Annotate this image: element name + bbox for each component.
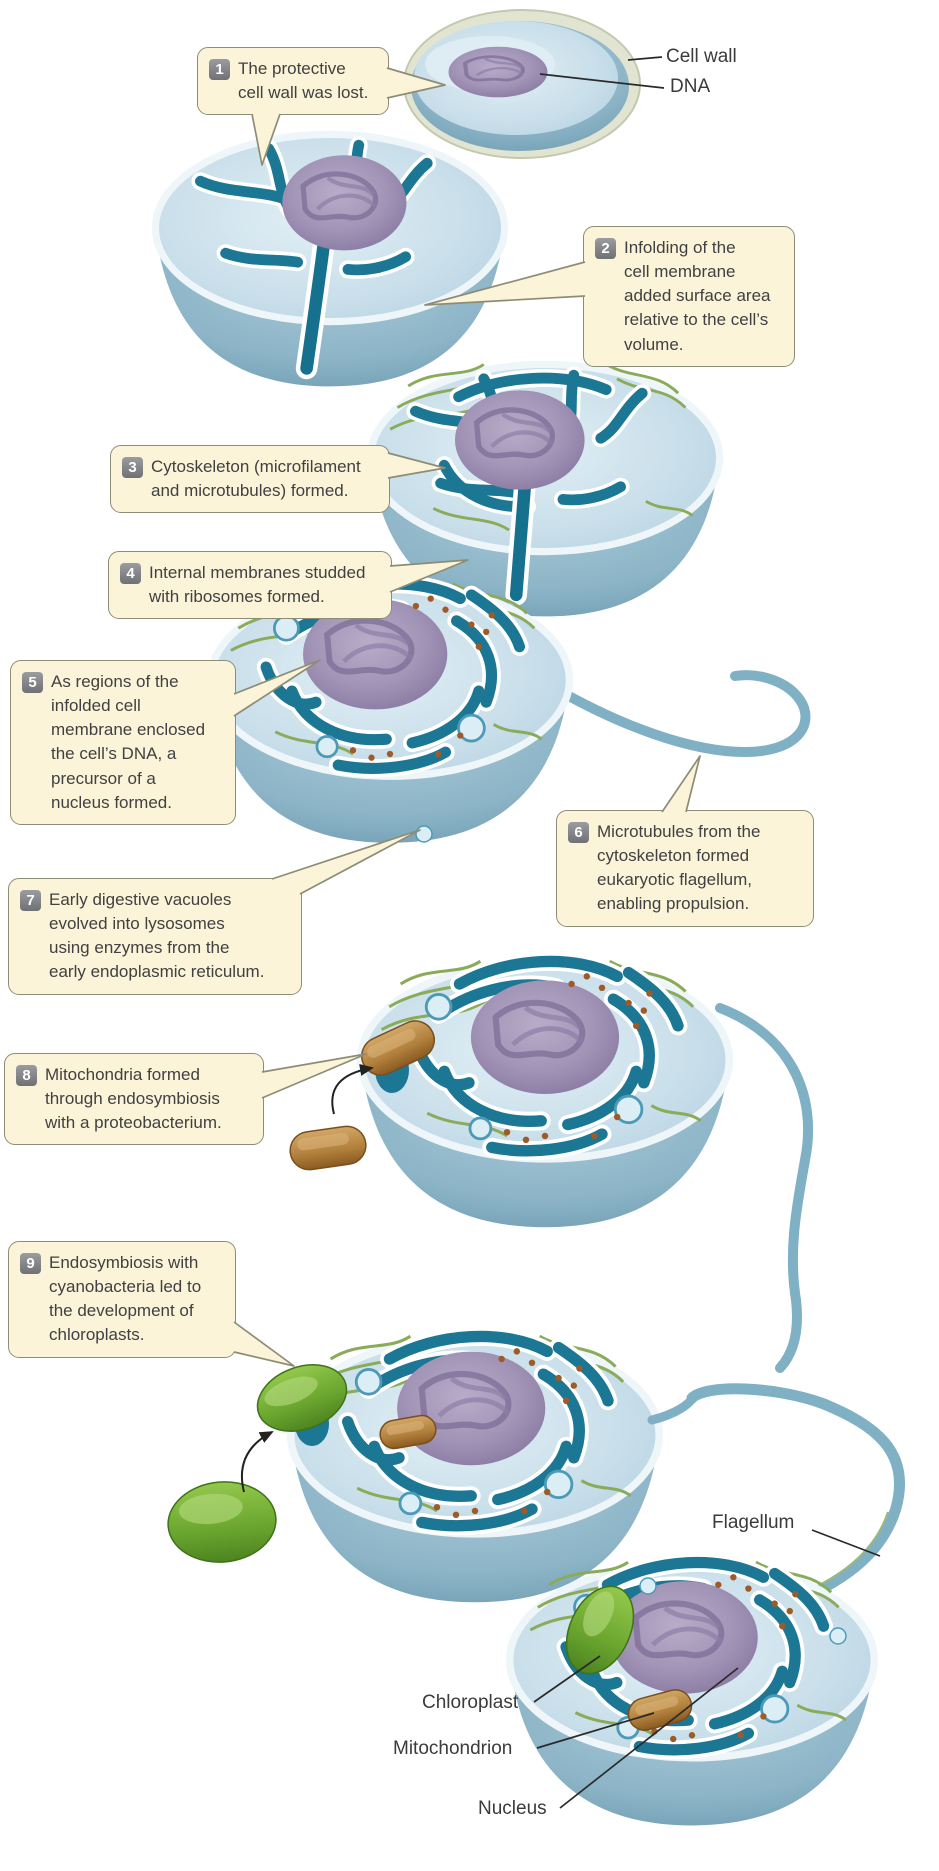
step-badge-2: 2 — [595, 238, 616, 259]
step-badge-5: 5 — [22, 672, 43, 693]
chloroplast — [565, 1585, 635, 1675]
callout-4-text: Internal membranes studded with ribosome… — [149, 563, 366, 607]
dna-label: DNA — [670, 76, 711, 97]
step-badge-8: 8 — [16, 1065, 37, 1086]
cell-wall-label: Cell wall — [666, 46, 737, 67]
nucleus-label: Nucleus — [478, 1798, 547, 1819]
stage3-cell — [370, 364, 719, 616]
cell-wall-leader-line — [627, 56, 663, 61]
nucleus-precursor — [471, 980, 619, 1094]
callout-1-text: The protective cell wall was lost. — [238, 59, 369, 103]
stage8-cell — [361, 961, 730, 1227]
vesicle — [829, 1627, 847, 1645]
callout-2-text: Infolding of the cell membrane added sur… — [624, 238, 771, 354]
cyanobacterium-free — [167, 1481, 277, 1563]
prokaryote-cell — [403, 9, 641, 159]
stage9-cell — [291, 1336, 660, 1602]
callout-4: 4 Internal membranes studded with riboso… — [108, 551, 392, 620]
callout-3-text: Cytoskeleton (microfilament and microtub… — [151, 457, 361, 501]
dna-mass — [455, 390, 585, 489]
callout-2: 2 Infolding of the cell membrane added s… — [583, 226, 795, 367]
callout-8: 8 Mitochondria formed through endosymbio… — [4, 1053, 264, 1146]
nucleus — [611, 1581, 758, 1693]
callout-6: 6 Microtubules from the cytoskeleton for… — [556, 810, 814, 927]
callout-9-text: Endosymbiosis with cyanobacteria led to … — [49, 1253, 202, 1345]
callout-7-text: Early digestive vacuoles evolved into ly… — [49, 890, 265, 982]
step-badge-3: 3 — [122, 457, 143, 478]
step-badge-6: 6 — [568, 822, 589, 843]
vesicle — [639, 1577, 657, 1595]
dna-leader-line — [539, 73, 665, 89]
lysosome-vesicle — [415, 825, 433, 843]
callout-3: 3 Cytoskeleton (microfilament and microt… — [110, 445, 390, 514]
step-badge-4: 4 — [120, 563, 141, 584]
chloroplast-entering — [256, 1364, 348, 1432]
flagellum-stage6 — [553, 670, 811, 758]
flagellum-final — [686, 1383, 906, 1618]
engulf-arrow-chloroplast — [240, 1431, 274, 1493]
step-badge-7: 7 — [20, 890, 41, 911]
callout-9: 9 Endosymbiosis with cyanobacteria led t… — [8, 1241, 236, 1358]
callout-5: 5 As regions of the infolded cell membra… — [10, 660, 236, 825]
callout-6-text: Microtubules from the cytoskeleton forme… — [597, 822, 761, 914]
mitochondrion — [627, 1689, 693, 1731]
flagellum-leader-line — [811, 1529, 881, 1557]
final-eukaryotic-cell — [510, 1562, 875, 1825]
proteobacterium-free — [289, 1125, 367, 1171]
flagellum-stage8 — [715, 1003, 814, 1373]
chloroplast-leader-line — [533, 1655, 601, 1703]
chloroplast-label: Chloroplast — [422, 1692, 519, 1713]
mitochondrion-label: Mitochondrion — [393, 1738, 513, 1759]
step-badge-9: 9 — [20, 1253, 41, 1274]
mitochondrion-leader-line — [536, 1712, 655, 1749]
mitochondrion — [379, 1414, 437, 1450]
dna-mass — [282, 155, 406, 250]
nucleus — [397, 1352, 545, 1466]
callout-7: 7 Early digestive vacuoles evolved into … — [8, 878, 302, 995]
stage5-cell — [211, 584, 570, 843]
callout-1: 1 The protective cell wall was lost. — [197, 47, 389, 116]
flagellum-label: Flagellum — [712, 1512, 795, 1533]
stage2-cell — [155, 134, 504, 386]
dna-mass — [449, 47, 548, 98]
callout-8-text: Mitochondria formed through endosymbiosi… — [45, 1065, 222, 1133]
callout-5-text: As regions of the infolded cell membrane… — [51, 672, 206, 812]
nucleus-leader-line — [559, 1667, 739, 1809]
step-badge-1: 1 — [209, 59, 230, 80]
